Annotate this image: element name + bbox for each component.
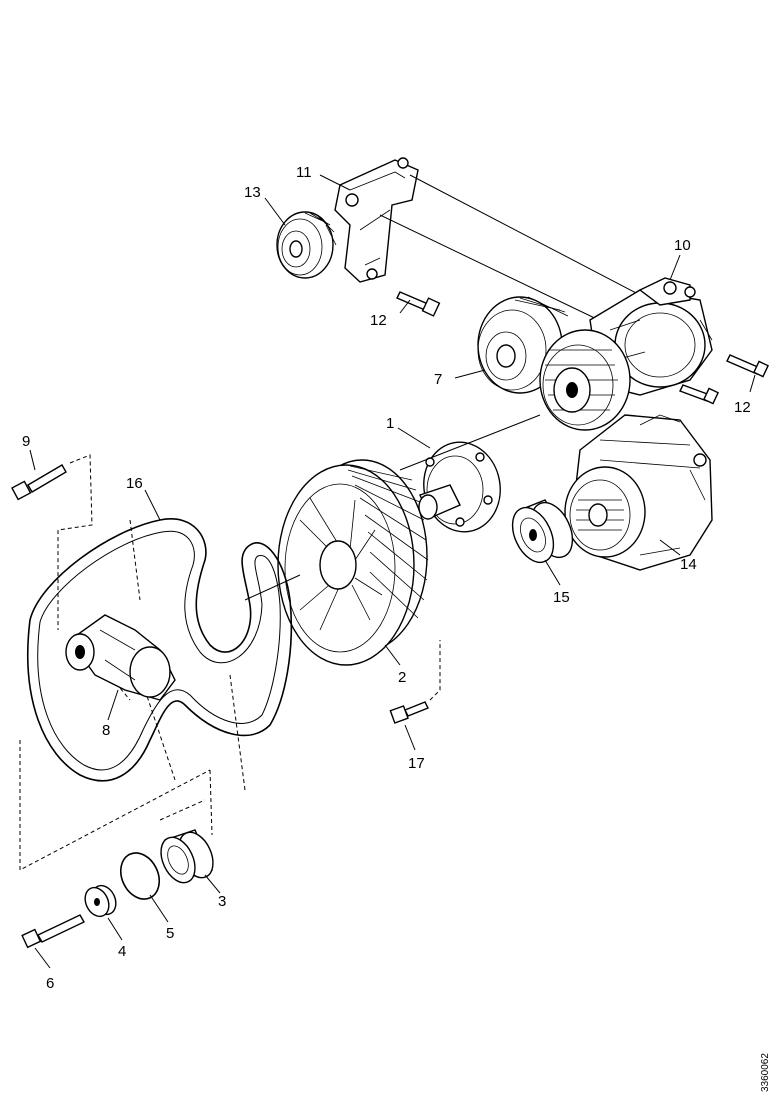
callout-3: 3: [218, 893, 226, 910]
callout-17: 17: [408, 755, 425, 772]
part-3-roller: [160, 829, 214, 884]
part-14-alternator: [564, 414, 713, 571]
part-4-washer: [84, 884, 117, 918]
callout-leaders: [29, 174, 756, 969]
part-9-bolt: [11, 454, 93, 630]
assembly-guide-lines: [19, 740, 213, 871]
callout-12-right: 12: [734, 399, 751, 416]
part-16-drive-belt: [26, 518, 293, 791]
part-11-bracket: [334, 157, 641, 336]
callout-labels: 1 2 3 4 5 6 7 8 9 10 11 12 12 13 14 15 1…: [22, 164, 751, 992]
part-7-pulley-assembly: [477, 296, 631, 431]
reference-code: 3360062: [760, 1053, 771, 1092]
callout-15: 15: [553, 589, 570, 606]
part-13-idler-pulley: [276, 211, 337, 279]
part-2-crank-pulley: [244, 459, 429, 666]
part-12-bolts-right: [679, 354, 769, 405]
part-5-ring: [119, 852, 161, 900]
callout-2: 2: [398, 669, 406, 686]
callout-11: 11: [296, 164, 312, 181]
callout-1: 1: [386, 415, 394, 432]
callout-8: 8: [102, 722, 110, 739]
part-8-tensioner: [65, 614, 176, 701]
callout-7: 7: [434, 371, 442, 388]
part-17-bolt: [389, 640, 441, 724]
part-12-bolt-upper: [396, 291, 441, 317]
callout-10: 10: [674, 237, 691, 254]
part-15-idler-roller: [511, 499, 574, 564]
callout-12-upper: 12: [370, 312, 387, 329]
part-1-hub: [399, 414, 541, 533]
callout-16: 16: [126, 475, 143, 492]
callout-4: 4: [118, 943, 126, 960]
callout-6: 6: [46, 975, 54, 992]
callout-5: 5: [166, 925, 174, 942]
part-6-bolt: [21, 914, 85, 949]
callout-14: 14: [680, 556, 697, 573]
callout-13: 13: [244, 184, 261, 201]
callout-9: 9: [22, 433, 30, 450]
